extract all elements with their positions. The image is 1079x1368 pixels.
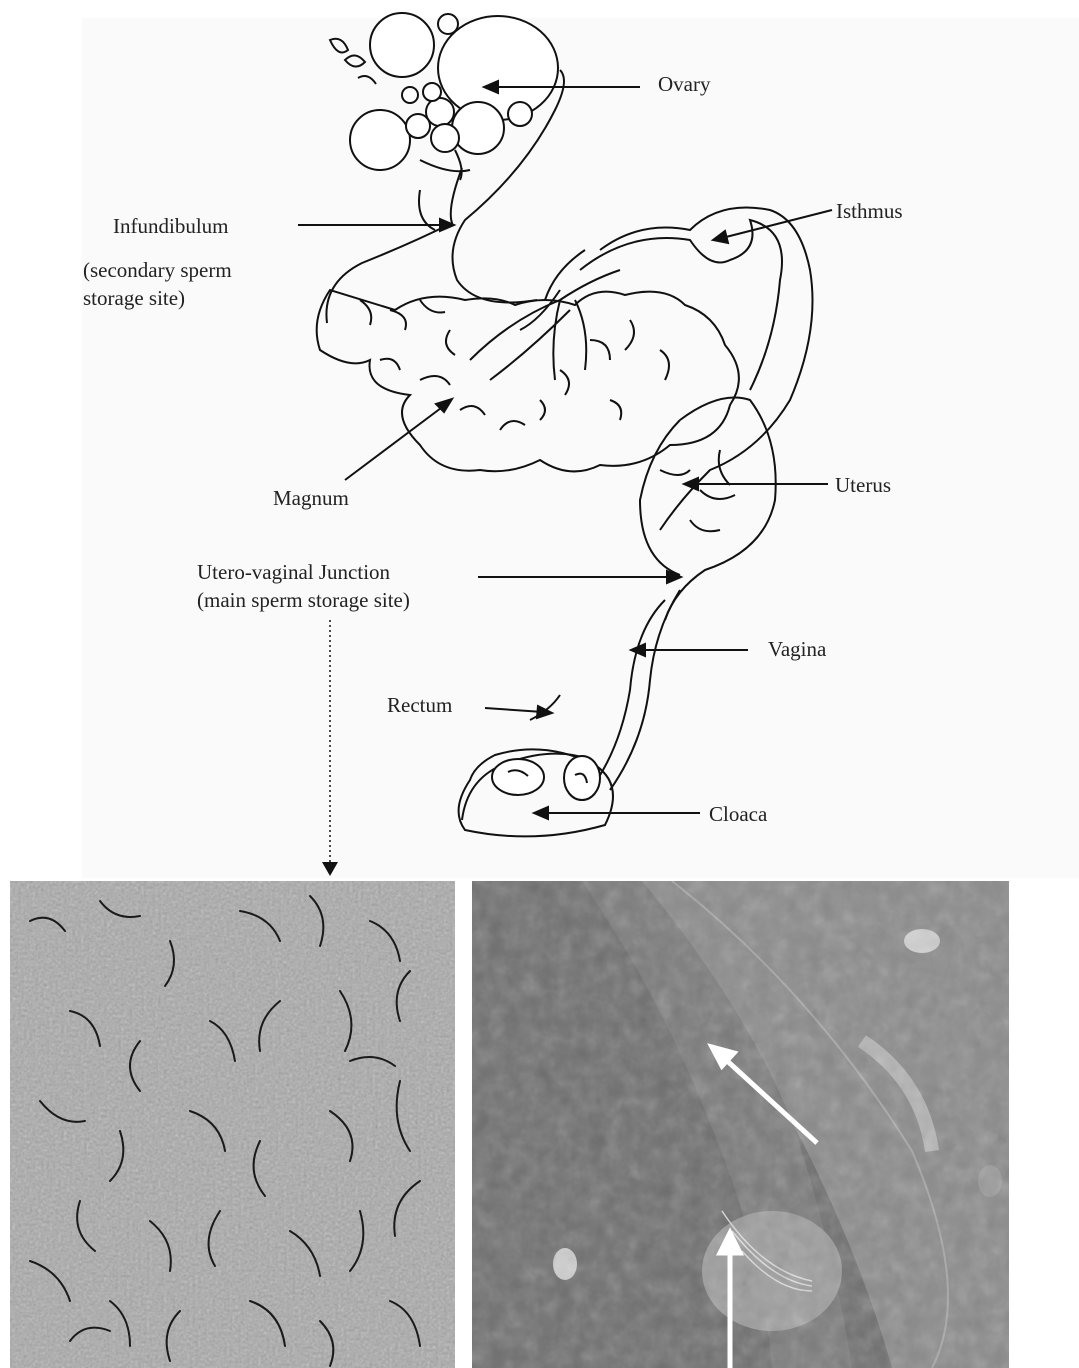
- label-infundibulum: Infundibulum: [113, 213, 229, 239]
- label-isthmus: Isthmus: [836, 198, 903, 224]
- micrograph-sperm-storage: [10, 881, 455, 1368]
- label-cloaca: Cloaca: [709, 801, 767, 827]
- magnum-illustration: [317, 250, 739, 471]
- pointer-arrows: [298, 81, 832, 819]
- ovary-illustration: [330, 13, 558, 180]
- label-uterus: Uterus: [835, 472, 891, 498]
- label-vagina: Vagina: [768, 636, 826, 662]
- label-magnum: Magnum: [273, 485, 349, 511]
- connector-arrowhead: [322, 862, 338, 876]
- uterus-illustration: [640, 398, 776, 621]
- cloaca-illustration: [459, 695, 613, 836]
- label-infundibulum-note-1: (secondary sperm: [83, 257, 232, 283]
- label-utero-vaginal-junction: Utero-vaginal Junction: [197, 559, 390, 585]
- label-rectum: Rectum: [387, 692, 452, 718]
- label-uvj-note: (main sperm storage site): [197, 587, 410, 613]
- micrograph-storage-tubule: [472, 881, 1009, 1368]
- label-infundibulum-note-2: storage site): [83, 285, 185, 311]
- label-ovary: Ovary: [658, 71, 710, 97]
- oviduct-drawing: [0, 0, 1079, 880]
